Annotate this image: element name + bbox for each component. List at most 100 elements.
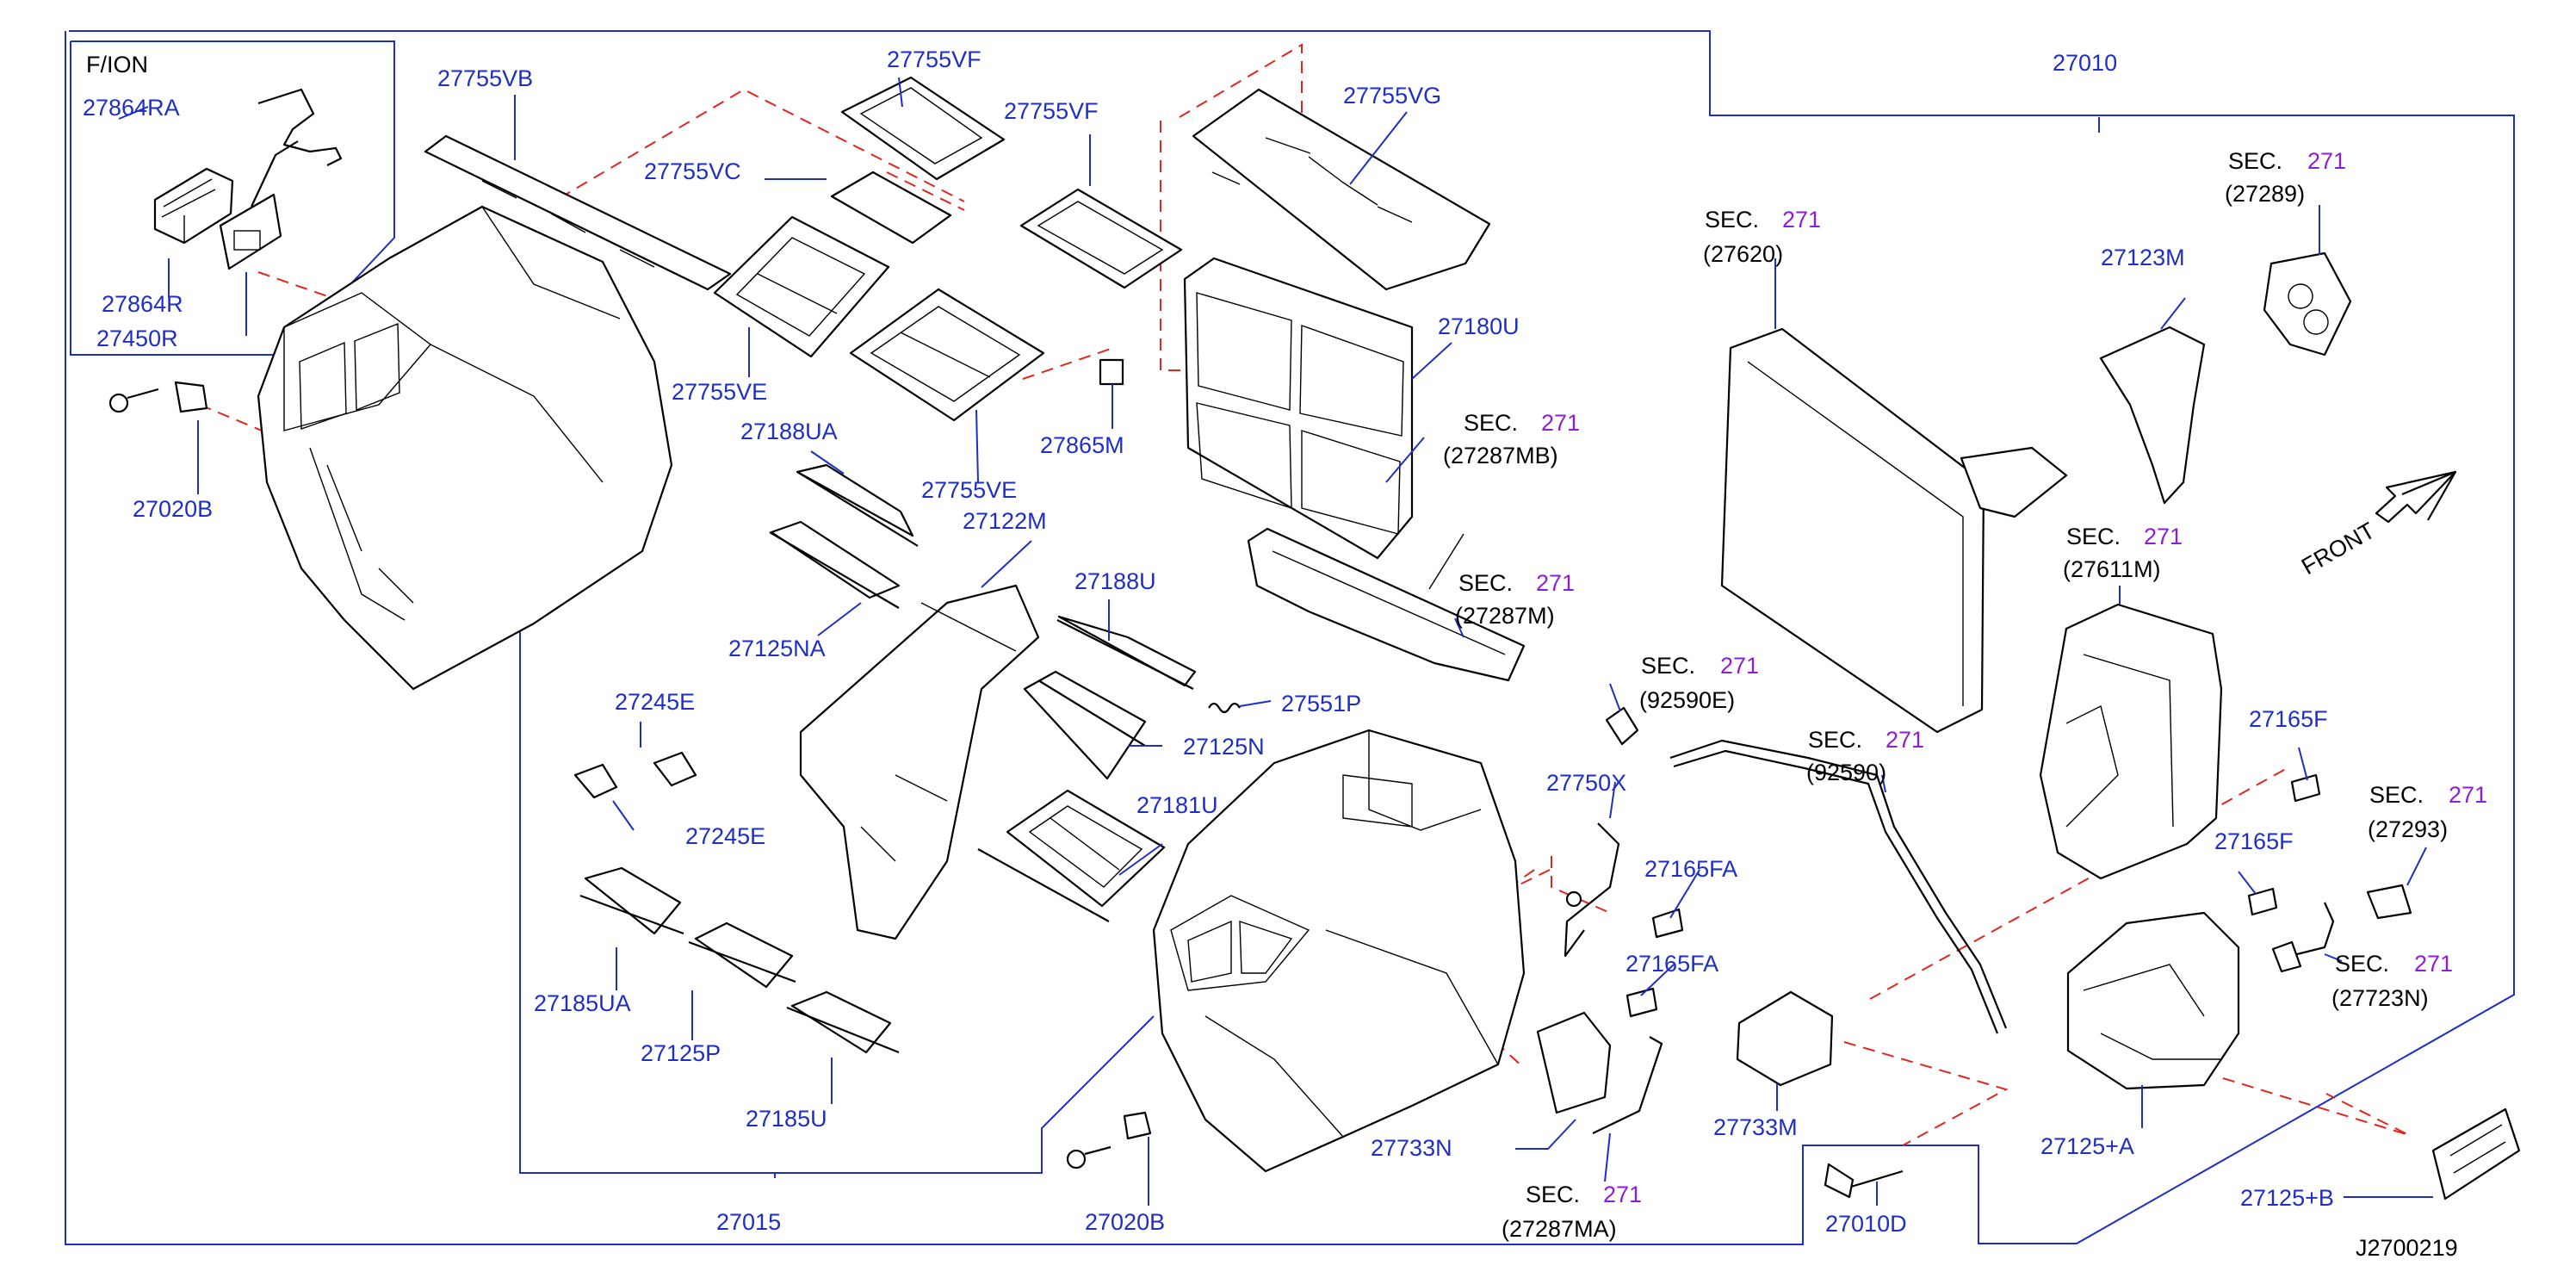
part-label: 27010 [2053, 50, 2117, 76]
grille-27125b-icon [2431, 1107, 2521, 1200]
part-label: 27122M [963, 508, 1047, 534]
section-ref-27289: SEC. 271 (27289) [2225, 148, 2346, 207]
clip-27865m-icon [1099, 358, 1124, 386]
section-number: 271 [1603, 1182, 1642, 1207]
diagram-id: J2700219 [2356, 1235, 2458, 1261]
clip-27020b-icon [108, 381, 208, 413]
filter-27755vc-icon [830, 171, 952, 245]
part-label: 27750X [1546, 770, 1626, 796]
section-number: 271 [1720, 653, 1759, 679]
door-27188ua-icon [796, 463, 919, 547]
section-ref: (27611M) [2063, 556, 2161, 582]
part-label: 27865M [1040, 432, 1124, 458]
duct-27122m-icon [799, 584, 1040, 940]
outer-frame [65, 30, 2515, 1245]
part-label: 27125+A [2040, 1133, 2134, 1159]
part-label: 27188U [1074, 568, 1156, 594]
leader-lines [118, 77, 2433, 1206]
part-label: 27450R [96, 326, 178, 351]
clip-92590e-icon [1605, 706, 1639, 746]
section-label: SEC. [1641, 653, 1695, 679]
spring-27551p-icon [1208, 702, 1241, 714]
part-label: 27185U [746, 1106, 827, 1132]
section-number: 271 [2307, 148, 2346, 174]
clip-27020b-lower-icon [1066, 1111, 1152, 1169]
part-label: 27165F [2214, 828, 2294, 854]
part-label: 27123M [2101, 245, 2185, 270]
seal-27755vb-icon [424, 134, 732, 291]
motor-27733n-icon [1536, 1011, 1663, 1134]
part-label: 27755VF [887, 47, 981, 72]
part-label: 27125P [641, 1040, 721, 1066]
door-27125n-icon [1023, 670, 1147, 780]
section-number: 271 [1782, 207, 1821, 233]
filter-frame-27755vf-top-icon [840, 76, 1006, 181]
door-27181u-icon [977, 789, 1166, 922]
filter-27755vg-icon [1192, 88, 1491, 291]
front-indicator: FRONT [2297, 470, 2457, 580]
bracket-27123m-icon [2099, 326, 2206, 505]
grommet-27289-icon [2263, 251, 2352, 357]
section-ref: (27293) [2368, 816, 2448, 842]
part-label: 27245E [685, 823, 765, 849]
part-label: 27188UA [740, 419, 838, 444]
section-number: 271 [1536, 570, 1575, 596]
section-ref: (27723N) [2331, 985, 2429, 1011]
harness-27723n-icon [2271, 902, 2335, 973]
part-label: 27864R [102, 291, 183, 317]
section-ref-92590e: SEC. 271 (92590E) [1639, 653, 1759, 713]
lever-27750x-icon [1564, 822, 1620, 958]
section-ref-92590: SEC. 271 (92590) [1806, 727, 1924, 785]
filter-frame-27755vf-icon [1019, 188, 1183, 289]
section-ref: (27289) [2225, 181, 2305, 207]
bolt-27010d-icon [1824, 1163, 1904, 1199]
section-ref: (27620) [1703, 241, 1783, 267]
door-27125na-icon [769, 520, 901, 609]
door-27185ua-icon [579, 866, 684, 935]
part-label: 27245E [615, 689, 695, 715]
part-label: 27125+B [2240, 1185, 2334, 1211]
door-27188u-icon [1056, 615, 1197, 690]
part-label: 27755VE [672, 379, 767, 405]
front-arrow-icon [2375, 470, 2457, 524]
section-label: SEC. [2335, 951, 2389, 977]
section-label: SEC. [2228, 148, 2282, 174]
part-labels: 27755VB 27755VF 27755VF 27755VC 27755VG … [133, 47, 2334, 1237]
blower-27611m-icon [2039, 603, 2223, 880]
heater-case-icon [1152, 729, 1526, 1173]
section-ref-27620: SEC. 271 (27620) [1703, 207, 1821, 267]
part-label: 27755VB [437, 65, 533, 91]
part-label: 27733M [1713, 1114, 1798, 1140]
section-label: SEC. [1458, 570, 1513, 596]
part-label: 27020B [1085, 1209, 1165, 1235]
part-label: 27165FA [1625, 951, 1718, 977]
phantom-lines [199, 43, 2410, 1146]
section-ref: (27287MB) [1443, 443, 1558, 468]
section-label: SEC. [1705, 207, 1759, 233]
section-number: 271 [1886, 727, 1924, 753]
part-label: 27020B [133, 496, 213, 522]
part-label: 27755VE [921, 477, 1017, 503]
part-label: 27181U [1136, 792, 1218, 818]
assembly-frame-27015 [519, 622, 1155, 1174]
part-label: 27125NA [728, 636, 826, 661]
section-label: SEC. [2066, 524, 2121, 549]
section-label: SEC. [2369, 782, 2424, 808]
evaporator-27620-icon [1720, 327, 2068, 734]
part-label: 27755VC [644, 158, 741, 184]
section-ref: (92590E) [1639, 687, 1735, 713]
part-label: 27165FA [1644, 856, 1737, 882]
part-label: 27125N [1183, 734, 1265, 760]
section-ref: (27287MA) [1502, 1216, 1617, 1242]
screw-27165fa-icon [1625, 908, 1684, 1018]
part-label: 27864RA [83, 95, 180, 121]
section-number: 271 [2414, 951, 2453, 977]
housing-27125a-icon [2066, 911, 2240, 1090]
section-number: 271 [2449, 782, 2487, 808]
part-label: 27165F [2249, 706, 2328, 732]
part-label: 27733N [1371, 1135, 1452, 1161]
part-label: 27755VF [1004, 98, 1099, 124]
front-label: FRONT [2297, 518, 2380, 580]
door-27185u-icon [786, 990, 900, 1054]
